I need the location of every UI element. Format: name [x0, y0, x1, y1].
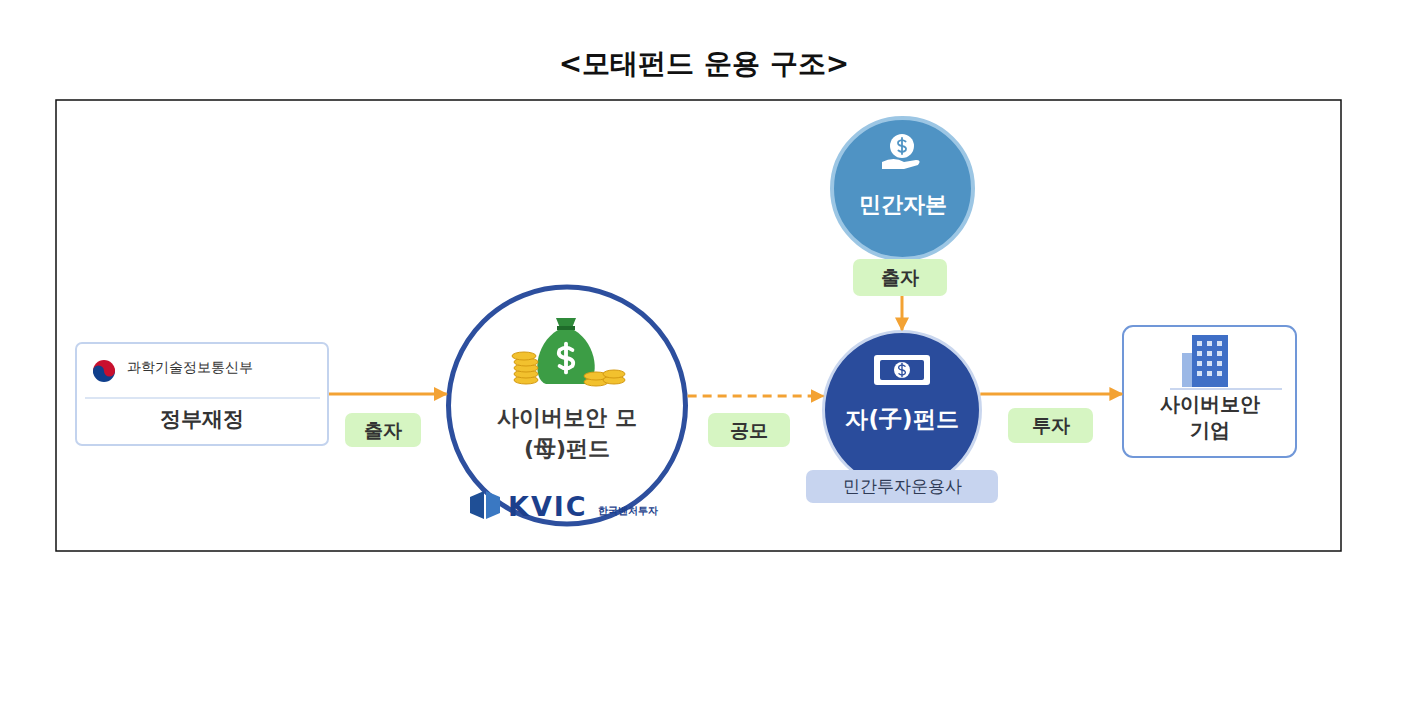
ministry-logo [93, 360, 115, 382]
circle-outline [830, 115, 975, 262]
private-capital-circle: 민간자본 [830, 115, 975, 262]
circle-shape [832, 118, 973, 259]
bill-icon [874, 355, 930, 385]
flow-arrow [329, 393, 447, 396]
edge-label: 출자 [345, 413, 421, 447]
node-label: 자(子)펀드 [822, 405, 982, 434]
mother-fund-circle: 사이버보안 모(母)펀드 [446, 283, 688, 528]
circle-shape [449, 287, 686, 524]
ministry-name: 과학기술정보통신부 [127, 359, 323, 377]
frame-border [56, 100, 1341, 551]
diagram-title: <모태펀드 운용 구조> [0, 45, 1408, 83]
edge-label: 공모 [708, 413, 790, 447]
logo-wordmark: KVIC [508, 493, 598, 520]
edge-label: 출자 [853, 259, 947, 296]
node-label: 민간자본 [830, 191, 975, 219]
money-bag-icon [512, 318, 625, 386]
logo-subtitle: 한국벤처투자 [598, 506, 688, 516]
separator-line [85, 397, 320, 399]
flow-arrow [980, 393, 1122, 396]
company-box: 사이버보안 기업 [1122, 325, 1297, 458]
node-label: 정부재정 [75, 406, 329, 432]
node-label: 사이버보안 기업 [1147, 391, 1272, 443]
child-fund-circle: 자(子)펀드민간투자운용사 [822, 330, 982, 490]
coin-hand-icon [882, 134, 920, 169]
operator-tag: 민간투자운용사 [806, 470, 998, 503]
building-icon [1170, 335, 1282, 389]
node-label: 사이버보안 모(母)펀드 [486, 403, 648, 465]
flow-arrow [688, 395, 824, 398]
funding-source-box: 과학기술정보통신부정부재정 [75, 342, 329, 446]
edge-label: 투자 [1008, 408, 1093, 443]
kvic-logo-mark [470, 491, 500, 519]
